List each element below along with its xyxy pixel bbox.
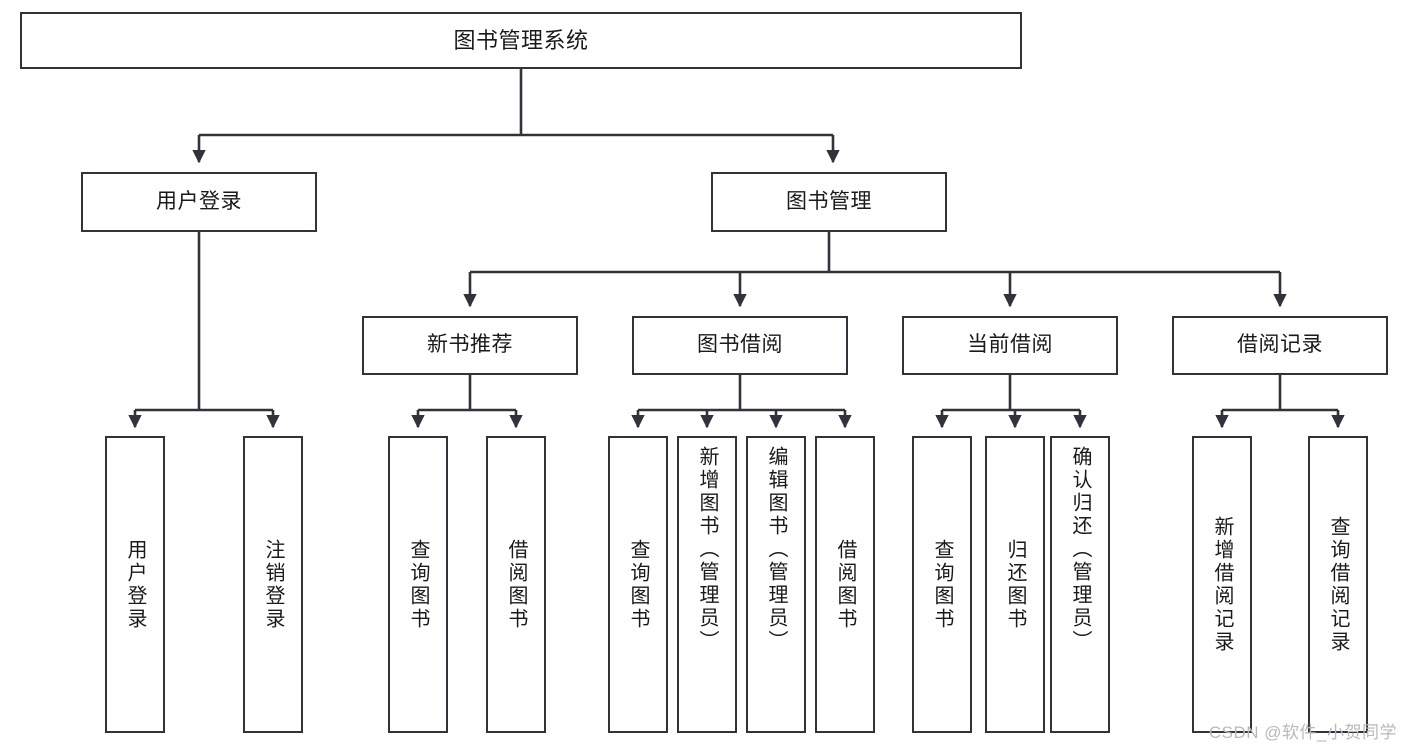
- watermark: CSDN @软件_小贺同学: [1208, 723, 1397, 742]
- leaf-return-book-label: 归还图书: [1004, 538, 1026, 631]
- leaf-add-book-admin[interactable]: 新增图书（管理员）: [677, 436, 737, 733]
- leaf-borrow-book-label: 借阅图书: [834, 538, 856, 631]
- leaf-query-book-recommend[interactable]: 查询图书: [388, 436, 448, 733]
- leaf-add-borrow-record-label: 新增借阅记录: [1211, 515, 1233, 654]
- leaf-logout-label: 注销登录: [262, 538, 284, 631]
- node-book-borrow-label: 图书借阅: [697, 333, 783, 357]
- leaf-confirm-return-admin[interactable]: 确认归还（管理员）: [1050, 436, 1110, 733]
- leaf-user-login-label: 用户登录: [124, 538, 146, 631]
- leaf-add-borrow-record[interactable]: 新增借阅记录: [1192, 436, 1252, 733]
- leaf-query-book-borrow-label: 查询图书: [627, 538, 649, 631]
- leaf-query-book-borrow[interactable]: 查询图书: [608, 436, 668, 733]
- leaf-user-login[interactable]: 用户登录: [105, 436, 165, 733]
- node-current-borrow-label: 当前借阅: [967, 333, 1053, 357]
- leaf-query-borrow-record[interactable]: 查询借阅记录: [1308, 436, 1368, 733]
- leaf-edit-book-admin-label: 编辑图书（管理员）: [765, 446, 787, 653]
- leaf-edit-book-admin[interactable]: 编辑图书（管理员）: [746, 436, 806, 733]
- node-root-label: 图书管理系统: [453, 27, 589, 53]
- leaf-query-book-current-label: 查询图书: [931, 538, 953, 631]
- leaf-borrow-book-recommend[interactable]: 借阅图书: [486, 436, 546, 733]
- leaf-confirm-return-admin-label: 确认归还（管理员）: [1069, 446, 1091, 653]
- leaf-query-borrow-record-label: 查询借阅记录: [1327, 515, 1349, 654]
- node-new-book-recommend-label: 新书推荐: [427, 333, 513, 357]
- node-user-login-label: 用户登录: [156, 189, 242, 213]
- leaf-add-book-admin-label: 新增图书（管理员）: [696, 446, 718, 653]
- node-new-book-recommend[interactable]: 新书推荐: [362, 316, 578, 375]
- node-borrow-record[interactable]: 借阅记录: [1172, 316, 1388, 375]
- leaf-query-book-current[interactable]: 查询图书: [912, 436, 972, 733]
- leaf-logout[interactable]: 注销登录: [243, 436, 303, 733]
- leaf-borrow-book[interactable]: 借阅图书: [815, 436, 875, 733]
- leaf-borrow-book-recommend-label: 借阅图书: [505, 538, 527, 631]
- node-book-management[interactable]: 图书管理: [711, 172, 947, 232]
- node-book-borrow[interactable]: 图书借阅: [632, 316, 848, 375]
- node-user-login[interactable]: 用户登录: [81, 172, 317, 232]
- node-book-management-label: 图书管理: [786, 189, 872, 213]
- leaf-return-book[interactable]: 归还图书: [985, 436, 1045, 733]
- node-root[interactable]: 图书管理系统: [20, 12, 1022, 69]
- node-borrow-record-label: 借阅记录: [1237, 333, 1323, 357]
- leaf-query-book-recommend-label: 查询图书: [407, 538, 429, 631]
- node-current-borrow[interactable]: 当前借阅: [902, 316, 1118, 375]
